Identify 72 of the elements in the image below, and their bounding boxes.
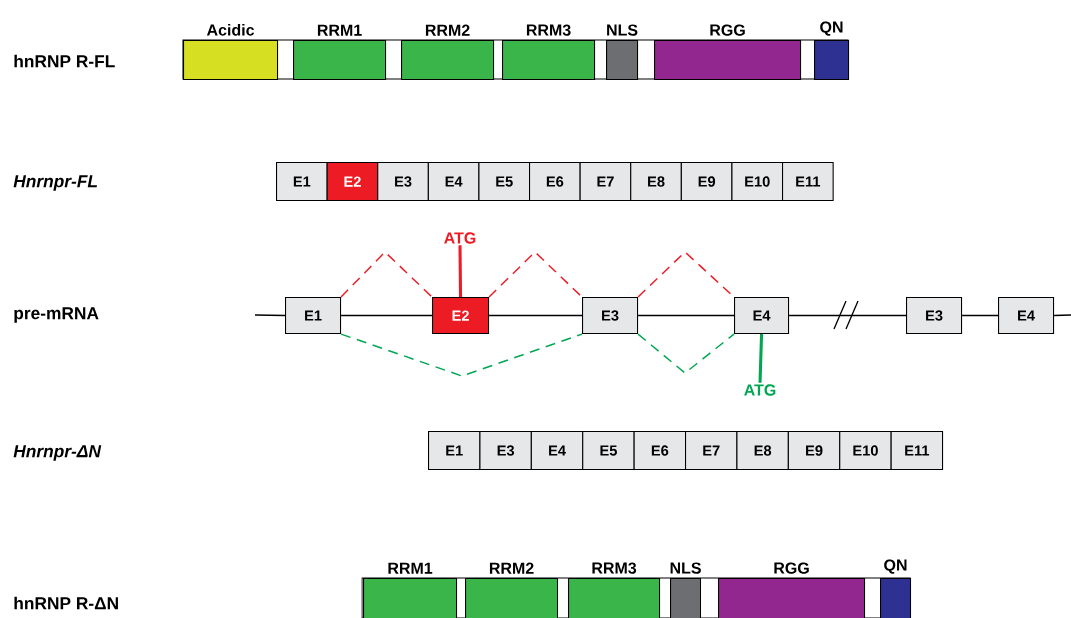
exon-box: E1: [285, 297, 342, 335]
node-label: RRM1: [317, 24, 362, 36]
exon-box: E1: [428, 431, 481, 471]
start-codon-label: ATG: [444, 232, 476, 244]
splice-line: [488, 250, 583, 298]
row-label: hnRNP R-ΔN: [14, 596, 118, 610]
node-label: RRM2: [425, 24, 470, 36]
exon-box: E2: [432, 297, 490, 335]
exon-box: E5: [478, 162, 531, 202]
protein-domain: QN: [814, 21, 850, 81]
codon-marker-line: [758, 334, 764, 383]
exon-box: E11: [782, 162, 834, 202]
node-label: Acidic: [206, 24, 255, 36]
exon-box: E4: [734, 297, 790, 335]
protein-domain: RRM3: [502, 24, 596, 81]
exon-box: E1: [276, 162, 328, 202]
intron-line: [340, 314, 433, 317]
exon-box: E10: [731, 162, 784, 202]
intron-line: [1053, 314, 1071, 317]
exon-box: E10: [839, 431, 892, 471]
protein-domain: NLS: [606, 24, 639, 81]
exon-box: E3: [377, 162, 429, 202]
node-label: RRM3: [526, 24, 571, 36]
protein-domain: RRM2: [465, 562, 559, 618]
node-label: RRM3: [592, 562, 637, 574]
protein-domain: RGG: [718, 562, 866, 618]
intron-line: [961, 314, 999, 317]
exon-box: E3: [582, 297, 639, 335]
codon-marker-line: [458, 245, 463, 297]
protein-domain: Acidic: [183, 24, 279, 81]
node-label: NLS: [607, 24, 638, 36]
exon-box: E3: [906, 297, 963, 335]
exon-box: E8: [630, 162, 682, 202]
protein-domain: RRM3: [568, 562, 661, 618]
row-label: Hnrnpr-ΔN: [13, 445, 102, 461]
node-label: RGG: [774, 562, 809, 574]
intron-line: [488, 314, 583, 317]
exon-box: E4: [530, 431, 584, 471]
node-label: RRM1: [388, 562, 433, 574]
node-label: RRM2: [489, 562, 534, 574]
protein-domain: RRM1: [293, 24, 387, 81]
node-label: QN: [884, 559, 907, 574]
exon-box: E11: [890, 431, 944, 471]
exon-box: E4: [427, 162, 480, 202]
exon-box: E2: [326, 162, 379, 202]
exon-box: E6: [529, 162, 581, 202]
row-label: hnRNP R-FL: [14, 54, 115, 68]
intron-line: [637, 314, 735, 317]
splice-line: [340, 333, 583, 377]
exon-box: E6: [633, 431, 687, 471]
exon-box: E9: [787, 431, 841, 471]
exon-box: E3: [479, 431, 532, 471]
node-label: QN: [820, 21, 843, 36]
node-label: NLS: [670, 562, 701, 574]
row-label: Hnrnpr-FL: [13, 175, 97, 191]
exon-box: E5: [582, 431, 635, 471]
start-codon-label: ATG: [744, 384, 776, 396]
protein-domain: QN: [880, 559, 912, 618]
protein-domain: RGG: [654, 24, 802, 81]
splice-line: [637, 333, 735, 374]
protein-domain: RRM2: [401, 24, 495, 81]
row-label: pre-mRNA: [14, 307, 99, 323]
protein-domain: NLS: [670, 562, 702, 618]
protein-domain: RRM1: [363, 562, 458, 618]
intron-line: [254, 314, 286, 317]
exon-box: E7: [685, 431, 738, 471]
exon-box: E8: [736, 431, 789, 471]
exon-box: E7: [579, 162, 632, 202]
node-label: RGG: [710, 24, 745, 36]
exon-box: E4: [998, 297, 1055, 335]
intron-line: [788, 314, 907, 317]
exon-box: E9: [680, 162, 733, 202]
